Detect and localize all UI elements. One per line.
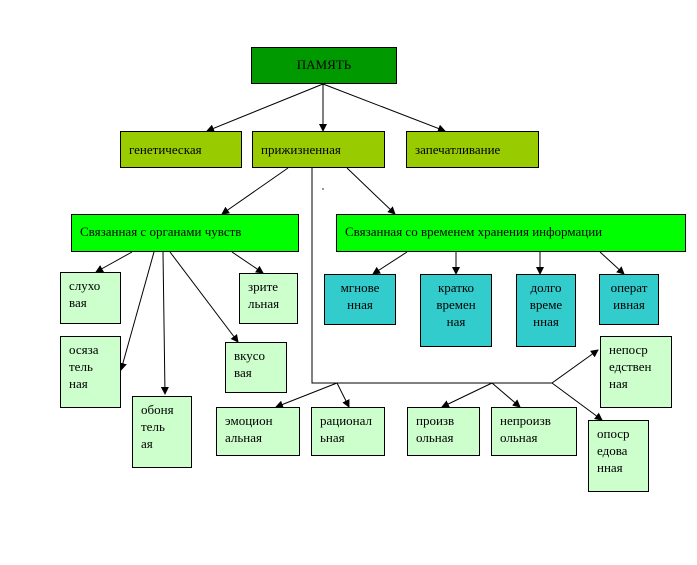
arrow-trunk-involuntary xyxy=(491,382,521,408)
arrow-lifetime-storage xyxy=(346,167,396,215)
node-gustatory: вкусо вая xyxy=(225,342,287,393)
node-operative: операт ивная xyxy=(599,274,659,325)
node-tactile: осяза тель ная xyxy=(60,336,121,408)
node-storage-time: Связанная со временем хранения информаци… xyxy=(336,214,686,252)
arrow-trunk-emotional xyxy=(275,382,338,409)
node-emotional: эмоцион альная xyxy=(216,407,300,456)
node-senses: Связанная с органами чувств xyxy=(71,214,299,252)
arrow-trunk-direct xyxy=(551,349,599,384)
node-imprinting: запечатливание xyxy=(406,131,539,168)
node-olfactory: обоня тель ая xyxy=(132,396,192,468)
arrow-senses-tactile xyxy=(119,251,155,371)
arrow-senses-gustatory xyxy=(169,251,239,343)
node-memory: ПАМЯТЬ xyxy=(251,47,397,84)
node-genetic: генетическая xyxy=(120,131,242,168)
arrow-root-imprinting xyxy=(322,83,446,133)
arrow-trunk-rational xyxy=(336,382,350,408)
node-visual: зрите льная xyxy=(239,273,298,324)
node-rational: рационал ьная xyxy=(311,407,385,456)
arrow-senses-auditory xyxy=(95,251,133,273)
trunk-lifetime xyxy=(311,168,552,384)
arrow-senses-olfactory xyxy=(160,251,169,395)
arrow-trunk-mediated xyxy=(551,382,603,421)
arrow-root-genetic xyxy=(206,83,324,133)
node-instant: мгнове нная xyxy=(324,274,396,325)
node-auditory: слухо вая xyxy=(60,272,121,324)
node-involuntary: непроизв ольная xyxy=(491,407,577,456)
node-lifetime: прижизненная xyxy=(252,131,385,168)
node-mediated: опоср едова нная xyxy=(588,420,649,492)
arrow-senses-visual xyxy=(231,251,264,274)
arrow-storage-instant xyxy=(372,251,408,275)
node-short-term: кратко времен ная xyxy=(420,274,492,347)
arrow-lifetime-senses xyxy=(221,167,289,215)
node-direct: непоср едствен ная xyxy=(600,336,672,408)
node-voluntary: произв ольная xyxy=(407,407,480,456)
arrow-storage-operative xyxy=(599,251,625,275)
node-long-term: долго време нная xyxy=(516,274,576,347)
arrow-trunk-voluntary xyxy=(441,382,493,408)
